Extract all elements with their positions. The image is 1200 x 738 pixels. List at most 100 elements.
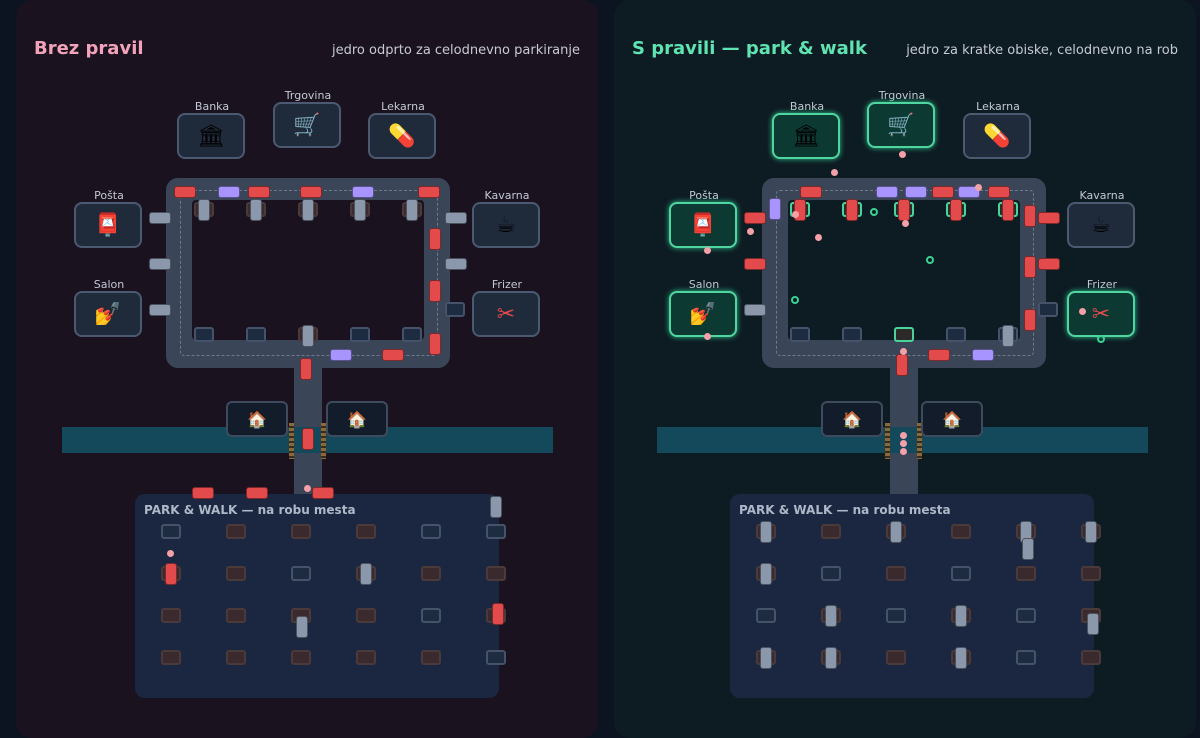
moving-car [492,603,504,625]
parking-slot[interactable] [356,608,376,623]
building-label-trgovina: Trgovina [284,89,332,102]
parking-slot[interactable] [1016,608,1036,623]
house: 🏠 [226,401,288,437]
parking-slot[interactable] [790,327,810,342]
building-label-kavarna: Kavarna [484,189,530,202]
moving-car [312,487,334,499]
parking-slot[interactable] [356,524,376,539]
lot-label: PARK & WALK — na robu mesta [739,503,951,517]
building-label-salon: Salon [93,278,125,291]
shopping-cart-icon: 🛒 [293,112,321,138]
destination-marker [870,208,878,216]
building-posta[interactable]: 📮 [669,202,737,248]
destination-marker [1097,335,1105,343]
moving-car [429,333,441,355]
parking-slot[interactable] [486,650,506,665]
parking-slot[interactable] [1081,566,1101,581]
building-trgovina[interactable]: 🛒 [867,102,935,148]
shopping-cart-icon: 🛒 [887,112,915,138]
building-salon[interactable]: 💅 [669,291,737,337]
parking-slot[interactable] [1081,650,1101,665]
parking-slot[interactable] [402,327,422,342]
parking-slot[interactable] [161,608,181,623]
park-and-walk-lot [135,494,499,698]
building-label-kavarna: Kavarna [1079,189,1125,202]
parking-slot[interactable] [886,566,906,581]
moving-car [382,349,404,361]
house: 🏠 [326,401,388,437]
pedestrian [167,550,174,557]
parking-slot[interactable] [1016,650,1036,665]
parking-slot[interactable] [226,524,246,539]
moving-car [876,186,898,198]
parked-car [490,496,502,518]
building-frizer[interactable]: ✂ [472,291,540,337]
pedestrian [792,211,799,218]
moving-car [800,186,822,198]
parking-slot[interactable] [486,524,506,539]
pedestrian [747,228,754,235]
parking-slot[interactable] [291,566,311,581]
parking-slot[interactable] [756,608,776,623]
parking-slot[interactable] [886,608,906,623]
panel-no-rules: Brez pravil jedro odprto za celodnevno p… [16,0,598,738]
building-kavarna[interactable]: ☕ [472,202,540,248]
parking-slot[interactable] [246,327,266,342]
parking-slot[interactable] [821,566,841,581]
short-visit-car [846,199,858,221]
parking-slot[interactable] [350,327,370,342]
pedestrian [899,151,906,158]
parking-slot[interactable] [951,524,971,539]
panel-with-rules: S pravili — park & walk jedro za kratke … [614,0,1196,738]
parking-slot[interactable] [421,566,441,581]
parking-slot[interactable] [1038,302,1058,317]
core-inner-block [192,200,424,340]
building-label-posta: Pošta [689,189,719,202]
parking-slot[interactable] [842,327,862,342]
short-visit-car [1002,199,1014,221]
parking-slot[interactable] [291,524,311,539]
parking-slot[interactable] [886,650,906,665]
parking-slot[interactable] [161,650,181,665]
moving-car [769,198,781,220]
building-lekarna[interactable]: 💊 [368,113,436,159]
parking-slot[interactable] [226,566,246,581]
building-label-salon: Salon [688,278,720,291]
building-frizer[interactable]: ✂ [1067,291,1135,337]
building-banka[interactable]: 🏛 [177,113,245,159]
parking-slot[interactable] [421,524,441,539]
building-label-banka: Banka [789,100,825,113]
parking-slot[interactable] [486,566,506,581]
parking-slot[interactable] [161,524,181,539]
parking-slot[interactable] [894,327,914,342]
parking-slot[interactable] [1016,566,1036,581]
pedestrian [304,485,311,492]
parked-car [360,563,372,585]
moving-car [246,487,268,499]
parking-slot[interactable] [226,650,246,665]
house-icon: 🏠 [347,409,367,429]
pedestrian [975,184,982,191]
building-label-trgovina: Trgovina [878,89,926,102]
parking-slot[interactable] [356,650,376,665]
nail-polish-icon: 💅 [689,301,717,327]
parking-slot[interactable] [445,302,465,317]
parking-slot[interactable] [951,566,971,581]
building-salon[interactable]: 💅 [74,291,142,337]
parking-slot[interactable] [421,608,441,623]
moving-car [300,186,322,198]
building-banka[interactable]: 🏛 [772,113,840,159]
building-lekarna[interactable]: 💊 [963,113,1031,159]
building-trgovina[interactable]: 🛒 [273,102,341,148]
parking-slot[interactable] [946,327,966,342]
parking-slot[interactable] [421,650,441,665]
moving-car [1024,256,1036,278]
building-posta[interactable]: 📮 [74,202,142,248]
parking-slot[interactable] [291,650,311,665]
parking-slot[interactable] [821,524,841,539]
building-kavarna[interactable]: ☕ [1067,202,1135,248]
parking-slot[interactable] [194,327,214,342]
parked-car [760,521,772,543]
parking-slot[interactable] [226,608,246,623]
coffee-icon: ☕ [496,212,516,238]
